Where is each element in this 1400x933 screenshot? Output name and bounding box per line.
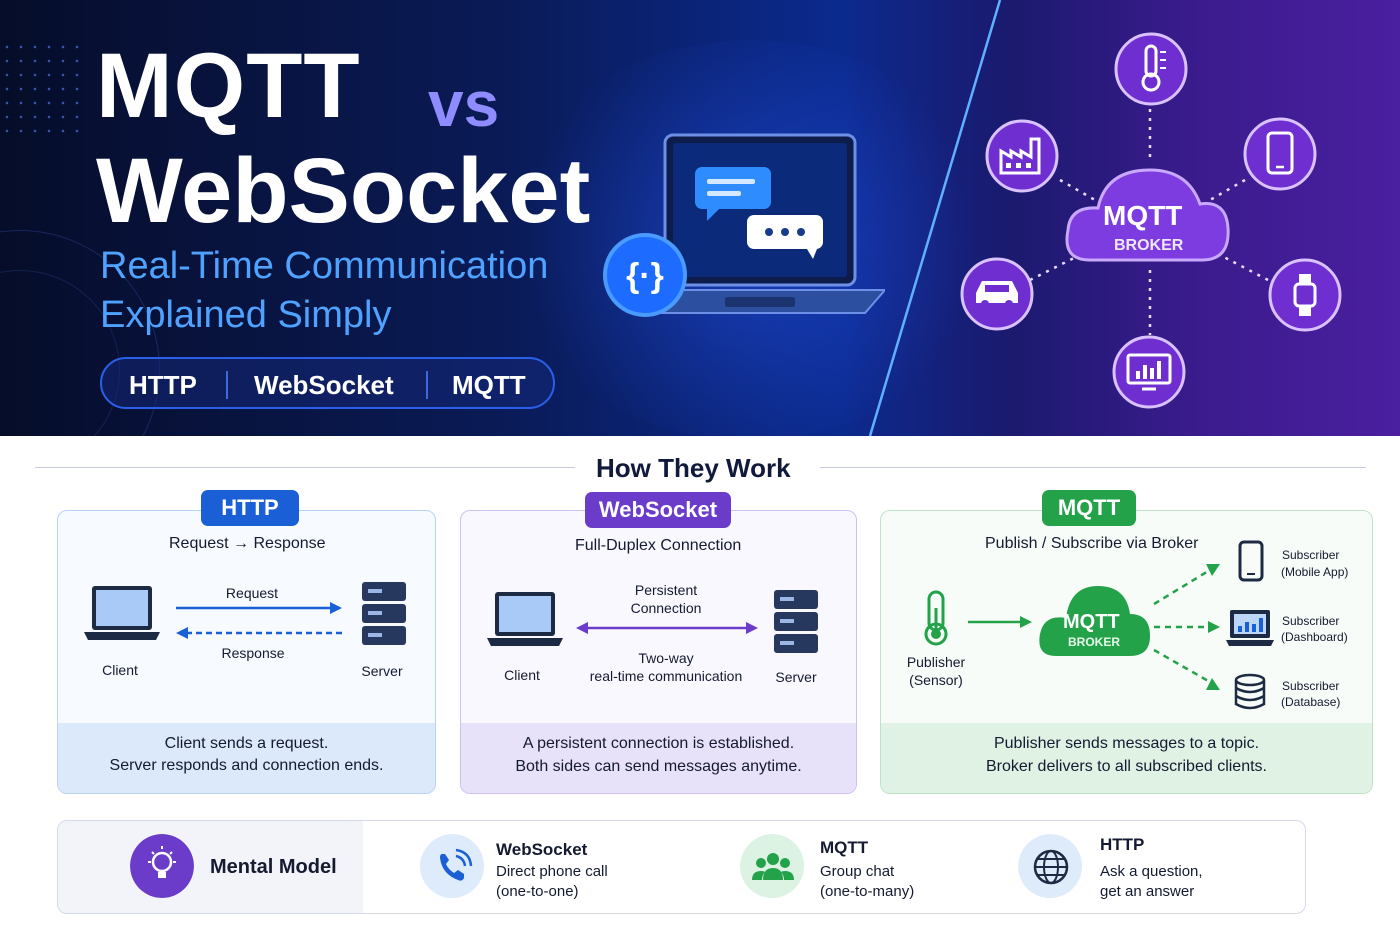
ws-client-label: Client [504, 667, 540, 683]
group-icon [740, 834, 804, 898]
globe-icon [1018, 834, 1082, 898]
subscriber-1-detail: (Mobile App) [1281, 565, 1349, 579]
mm-http-title: HTTP [1100, 835, 1145, 854]
mm-http-line2: get an answer [1100, 883, 1195, 900]
publisher-label-2: (Sensor) [909, 672, 963, 688]
hero-subtitle-line1: Real-Time Communication [100, 245, 549, 287]
http-request-label: Request [225, 585, 279, 601]
mqtt-broker-subtitle: BROKER [1068, 635, 1121, 649]
http-footer-line2: Server responds and connection ends. [109, 757, 384, 774]
pill-divider [226, 371, 228, 399]
subscriber-3-title: Subscriber [1282, 679, 1340, 693]
smartwatch-icon [1268, 258, 1342, 332]
car-icon [960, 257, 1034, 331]
mqtt-badge: MQTT [1042, 490, 1136, 526]
http-badge: HTTP [201, 490, 299, 526]
ws-bottom-label-2: real-time communication [589, 668, 743, 684]
subscriber-dashboard-icon [1226, 610, 1274, 646]
subscriber-phone-icon [1238, 540, 1264, 582]
mqtt-footer-line2: Broker delivers to all subscribed client… [985, 758, 1267, 775]
http-server-icon [362, 582, 406, 645]
subscriber-3-detail: (Database) [1281, 695, 1341, 709]
smartphone-icon [1243, 117, 1317, 191]
mm-http-line1: Ask a question, [1100, 863, 1203, 880]
ws-card-footer: A persistent connection is established. … [461, 723, 856, 793]
svg-text:{·}: {·} [626, 257, 664, 295]
subscriber-database-icon [1234, 673, 1266, 710]
http-card: Client sends a request. Server responds … [57, 510, 436, 794]
ws-footer-line1: A persistent connection is established. [522, 735, 795, 752]
subscriber-1-title: Subscriber [1282, 548, 1340, 562]
hero-broker-title: MQTT [1103, 200, 1183, 231]
http-server-label: Server [361, 663, 403, 679]
ws-client-laptop-icon [487, 592, 563, 646]
mqtt-subtitle: Publish / Subscribe via Broker [985, 535, 1199, 552]
ws-bidirectional-arrow [576, 622, 758, 634]
ws-subtitle: Full-Duplex Connection [575, 537, 742, 554]
section-rule-left [35, 467, 575, 468]
mm-websocket-line1: Direct phone call [496, 863, 608, 880]
monitor-chart-icon [1112, 335, 1186, 409]
phone-icon [420, 834, 484, 898]
mm-websocket-line2: (one-to-one) [496, 883, 579, 900]
lightbulb-icon [130, 834, 194, 898]
mm-websocket-title: WebSocket [496, 840, 588, 859]
pill-label-http: HTTP [129, 370, 197, 400]
publisher-label-1: Publisher [906, 654, 966, 670]
hero-divider [868, 0, 1002, 436]
mqtt-footer-line1: Publisher sends messages to a topic. [993, 735, 1260, 752]
websocket-badge: WebSocket [585, 492, 731, 528]
http-client-laptop-icon [84, 586, 160, 640]
decorative-dots [0, 40, 80, 140]
subscribe-arrows [1153, 564, 1220, 690]
mental-model-header [58, 821, 363, 913]
hero-banner: MQTT vs WebSocket Real-Time Communicatio… [0, 0, 1400, 436]
mqtt-broker-title: MQTT [1063, 611, 1120, 633]
hero-title-websocket: WebSocket [96, 140, 591, 242]
http-response-label: Response [221, 645, 285, 661]
http-subtitle: Request → Response [169, 535, 326, 552]
subscriber-2-title: Subscriber [1282, 614, 1340, 628]
subscriber-2-detail: (Dashboard) [1281, 630, 1348, 644]
mm-mqtt-title: MQTT [820, 838, 869, 857]
ws-top-label-2: Connection [630, 600, 702, 616]
mm-mqtt-line2: (one-to-many) [820, 883, 915, 900]
http-arrows [176, 602, 342, 639]
http-footer-line1: Client sends a request. [164, 735, 329, 752]
ws-bottom-label-1: Two-way [638, 650, 694, 666]
mental-model-title: Mental Model [210, 856, 337, 878]
hero-title-mqtt: MQTT [96, 35, 361, 137]
hero-broker-subtitle: BROKER [1114, 237, 1184, 254]
protocol-pill: HTTP WebSocket MQTT [100, 357, 555, 409]
hero-title-vs: vs [428, 68, 500, 140]
mental-model-panel [57, 820, 1306, 914]
thermometer-icon [1114, 32, 1188, 106]
http-client-label: Client [102, 662, 138, 678]
broker-hub-illustration [1029, 100, 1269, 335]
pill-label-websocket: WebSocket [254, 370, 394, 400]
ws-footer-line2: Both sides can send messages anytime. [515, 758, 802, 775]
hero-subtitle-line2: Explained Simply [100, 294, 392, 336]
ws-server-label: Server [775, 669, 817, 685]
pill-label-mqtt: MQTT [452, 370, 526, 400]
http-card-footer: Client sends a request. Server responds … [58, 723, 435, 793]
laptop-chat-illustration: {·} [603, 133, 885, 317]
ws-server-icon [774, 590, 818, 653]
pill-divider [426, 371, 428, 399]
ws-top-label-1: Persistent [634, 582, 698, 598]
sensor-thermometer-icon [924, 590, 948, 646]
mqtt-broker-cloud-icon [1039, 586, 1150, 656]
mqtt-card-footer: Publisher sends messages to a topic. Bro… [881, 723, 1372, 793]
factory-icon [985, 119, 1059, 193]
section-title: How They Work [596, 453, 791, 483]
publish-arrow [968, 616, 1032, 628]
section-rule-right [820, 467, 1366, 468]
mm-mqtt-line1: Group chat [820, 863, 895, 880]
